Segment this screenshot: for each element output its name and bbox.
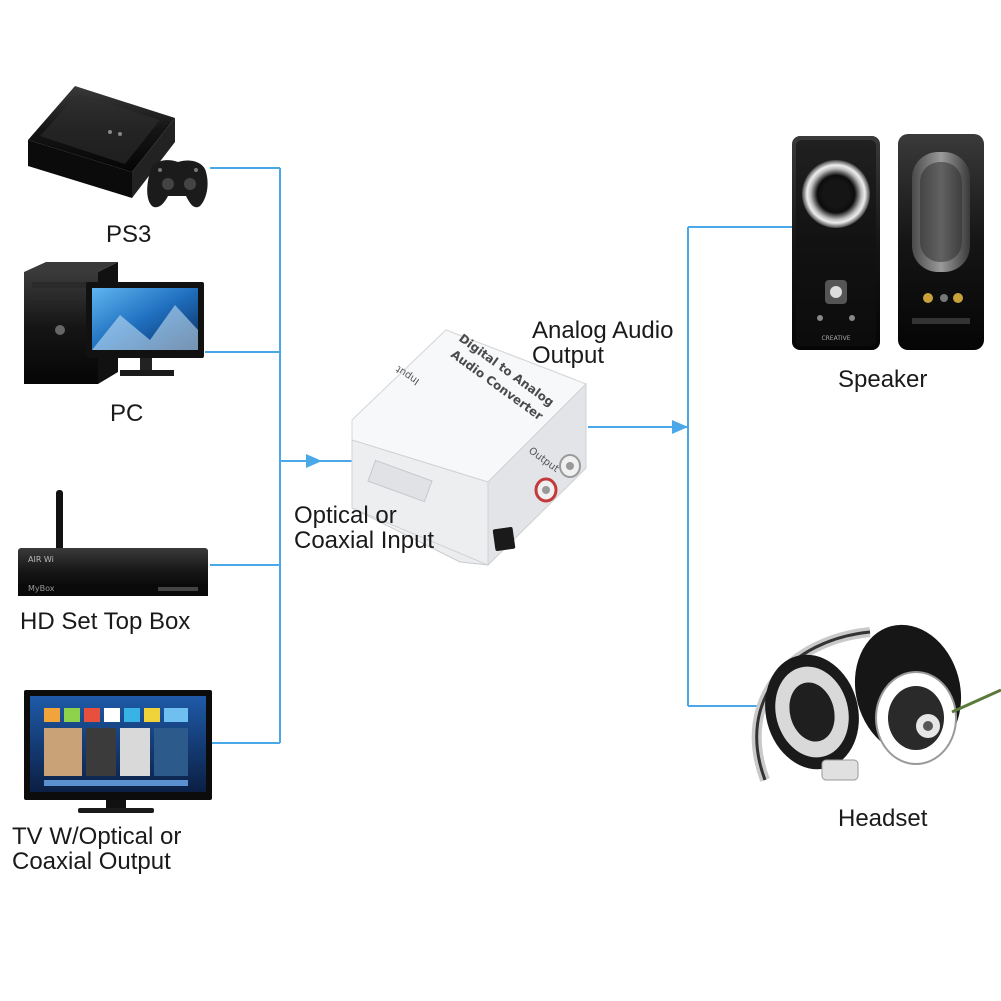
speaker-label: Speaker	[838, 366, 928, 393]
speaker-brand-text: CREATIVE	[821, 335, 850, 342]
ps3-console-icon	[28, 86, 175, 198]
stb-brand-text: MyBox	[28, 584, 55, 593]
ps3-label: PS3	[106, 221, 152, 248]
left-connector-bus	[205, 167, 366, 744]
output-caption-line1: Analog Audio	[532, 317, 674, 344]
pc-label: PC	[110, 400, 144, 427]
tv-label-line2: Coaxial Output	[12, 848, 171, 875]
input-arrow-icon	[306, 454, 322, 468]
headphones-icon	[751, 624, 1001, 782]
output-caption-line2: Output	[532, 342, 605, 369]
ps3-controller-icon	[147, 160, 208, 208]
set-top-box-icon: AIR Wi MyBox	[18, 490, 208, 596]
stb-tag-text: AIR Wi	[28, 555, 54, 564]
desktop-pc-icon	[24, 262, 204, 384]
right-connector-bus	[588, 226, 792, 707]
tv-label-line1: TV W/Optical or	[12, 823, 182, 850]
converter-box	[351, 329, 587, 567]
headset-label: Headset	[838, 805, 928, 832]
stb-label: HD Set Top Box	[20, 608, 191, 635]
input-caption-line1: Optical or	[294, 502, 397, 529]
optical-port-icon	[492, 526, 516, 552]
speaker-icon: CREATIVE	[792, 134, 984, 350]
output-arrow-icon	[672, 420, 688, 434]
tv-icon	[24, 690, 212, 813]
input-caption-line2: Coaxial Input	[294, 527, 435, 554]
